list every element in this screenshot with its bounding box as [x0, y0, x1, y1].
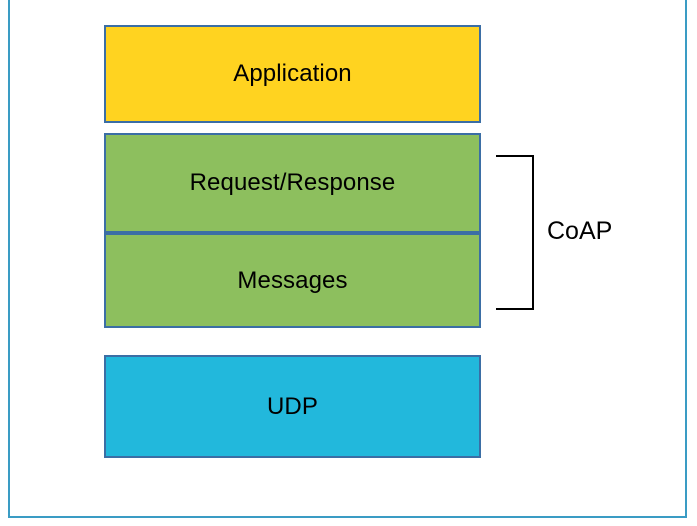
page-frame-right-rule — [685, 0, 687, 518]
layer-box-request-response: Request/Response — [104, 133, 481, 233]
layer-label-application: Application — [233, 60, 352, 87]
layer-box-messages: Messages — [104, 233, 481, 328]
layer-label-udp: UDP — [267, 392, 318, 420]
coap-group-bracket-icon — [496, 155, 534, 310]
layer-box-application: Application — [104, 25, 481, 123]
page-frame-left-rule — [8, 0, 10, 518]
page-frame-bottom-rule — [8, 516, 687, 518]
coap-group-label: CoAP — [547, 217, 613, 245]
layer-label-request-response: Request/Response — [189, 169, 396, 196]
layer-box-udp: UDP — [104, 355, 481, 458]
layer-label-messages: Messages — [237, 266, 348, 294]
